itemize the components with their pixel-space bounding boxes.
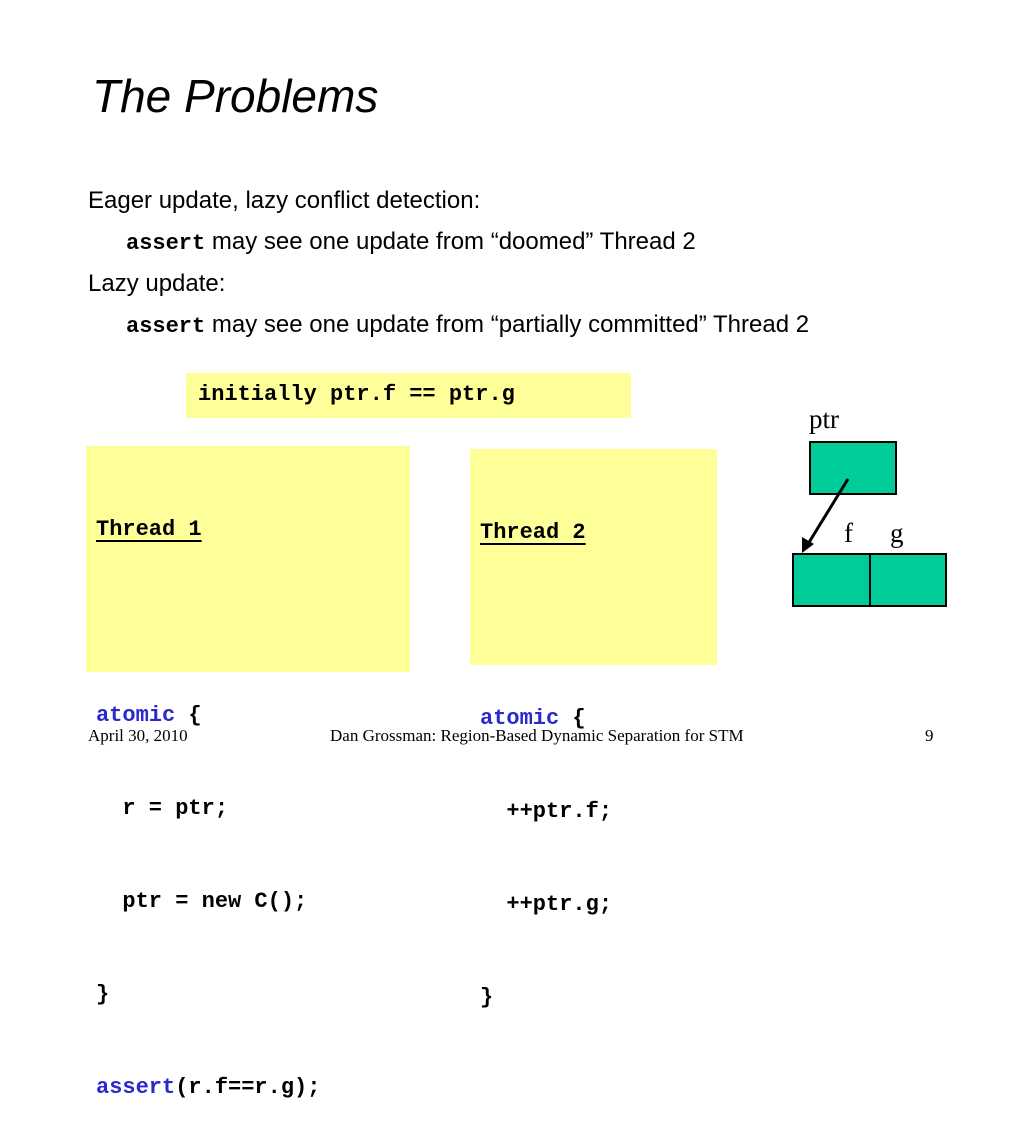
code-line: ++ptr.f; [480, 799, 613, 824]
assert-args: (r.f==r.g); [175, 1075, 321, 1100]
assert-keyword: assert [126, 231, 206, 256]
code-line: ++ptr.g; [480, 892, 613, 917]
thread2-code-box: Thread 2 atomic { ++ptr.f; ++ptr.g; } [470, 449, 717, 1010]
open-brace: { [175, 703, 202, 728]
bullet-lazy-update: Lazy update: [88, 270, 225, 299]
atomic-keyword: atomic [96, 703, 176, 728]
field-f-box [792, 553, 871, 607]
field-g-box [869, 553, 947, 607]
pointer-arrowhead [802, 537, 814, 553]
g-label: g [890, 518, 904, 548]
close-brace: } [96, 982, 110, 1007]
assert-keyword: assert [96, 1075, 176, 1100]
bullet-eager-update: Eager update, lazy conflict detection: [88, 187, 480, 216]
thread1-code-box: Thread 1 atomic { r = ptr; ptr = new C()… [86, 446, 410, 1100]
footer-page-number: 9 [925, 726, 934, 745]
code-line: ptr = new C(); [96, 889, 308, 914]
assert-keyword: assert [126, 314, 206, 339]
bullet-text: may see one update from “partially commi… [205, 311, 810, 338]
open-brace: { [559, 706, 586, 731]
f-label: f [844, 518, 853, 548]
pointer-arrow-line [806, 478, 850, 545]
bullet-partially-committed: assert may see one update from “partiall… [126, 311, 809, 340]
slide-title: The Problems [92, 70, 379, 122]
footer-title: Dan Grossman: Region-Based Dynamic Separ… [330, 726, 744, 745]
footer-date: April 30, 2010 [88, 726, 188, 745]
atomic-keyword: atomic [480, 706, 560, 731]
ptr-box [809, 441, 897, 495]
ptr-label: ptr [809, 404, 839, 434]
bullet-doomed-thread: assert may see one update from “doomed” … [126, 228, 696, 257]
thread1-header: Thread 1 [96, 517, 202, 542]
bullet-text: Eager update, lazy conflict detection: [88, 187, 481, 214]
pointer-diagram: ptr f g [792, 404, 947, 607]
code-line: r = ptr; [96, 796, 229, 821]
close-brace: } [480, 985, 494, 1010]
initially-code-box: initially ptr.f == ptr.g [186, 373, 631, 418]
bullet-text: Lazy update: [88, 270, 226, 297]
bullet-text: may see one update from “doomed” Thread … [205, 228, 696, 255]
thread2-header: Thread 2 [480, 520, 586, 545]
